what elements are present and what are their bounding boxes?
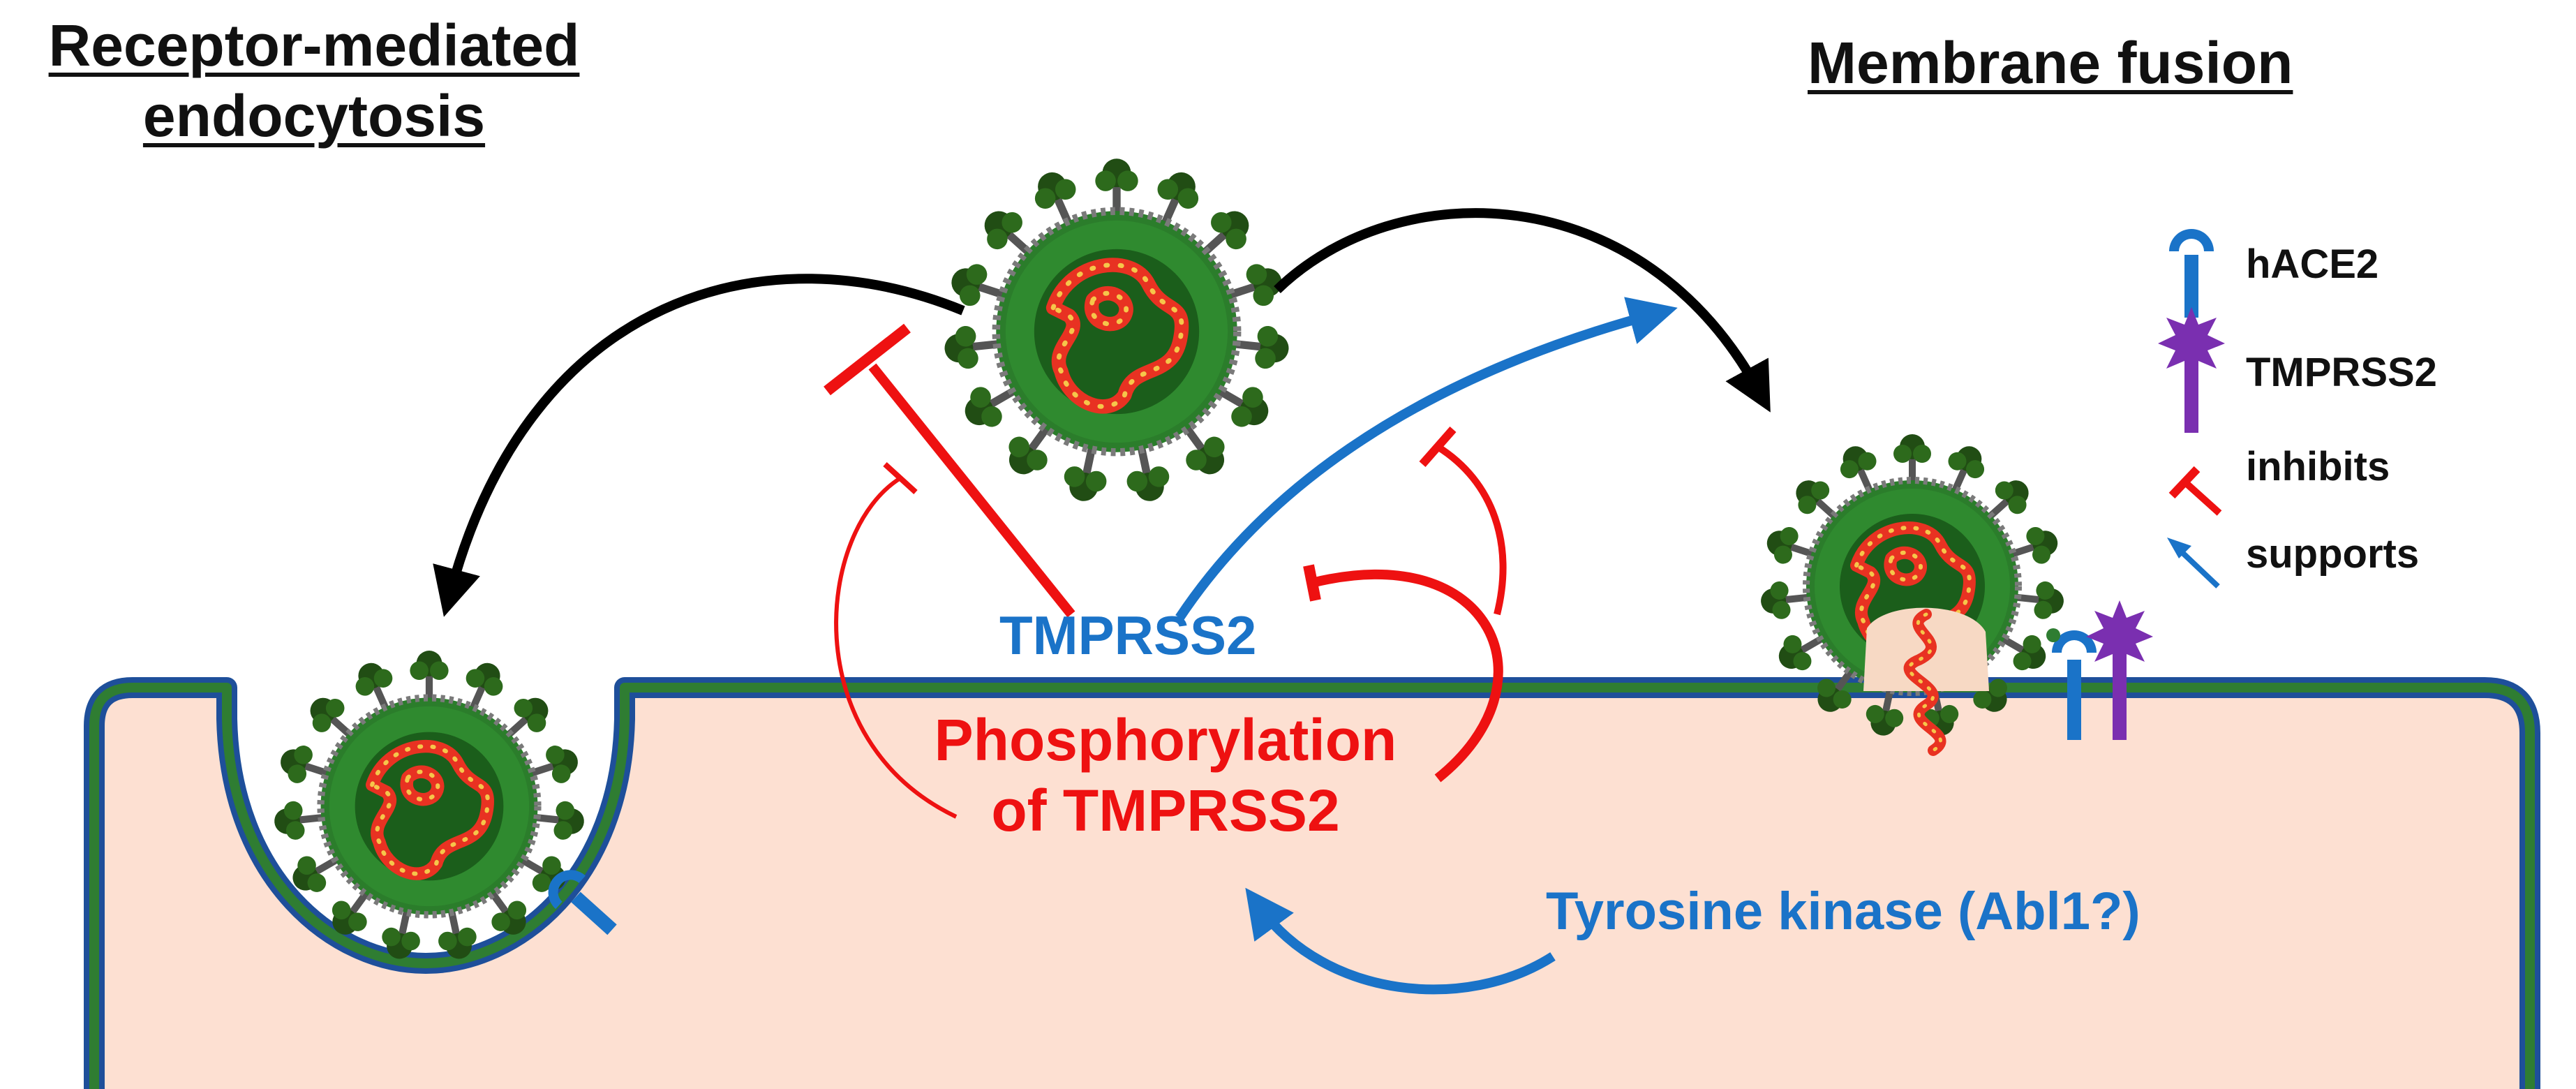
legend-inhibits-icon xyxy=(2168,466,2222,516)
phospho-inhibits-endocytosis-inhibition xyxy=(834,462,958,819)
legend-hace2-label: hACE2 xyxy=(2246,242,2379,287)
hace2-receptor-icon xyxy=(548,870,617,935)
fusion-pore xyxy=(1863,607,1989,756)
label-phosphorylation: Phosphorylation of TMPRSS2 xyxy=(934,707,1397,843)
legend-tmprss2-icon xyxy=(2158,307,2225,433)
legend-inhibits-label: inhibits xyxy=(2246,444,2390,489)
legend-supports-icon xyxy=(2167,538,2220,588)
tmprss2-supports-fusion-arrow xyxy=(1175,297,1678,621)
heading-endocytosis-line1: Receptor-mediated xyxy=(48,13,580,78)
heading-membrane-fusion: Membrane fusion xyxy=(1808,30,2293,96)
tmprss2-protease-icon xyxy=(2086,600,2153,740)
legend-hace2-icon xyxy=(2169,229,2214,318)
hace2-receptor-icon xyxy=(2046,628,2097,740)
tmprss2-inhibits-endocytosis xyxy=(824,323,1075,618)
label-tyrosine-kinase: Tyrosine kinase (Abl1?) xyxy=(1546,882,2141,941)
legend-tmprss2-label: TMPRSS2 xyxy=(2246,350,2437,395)
virus-particle-icon xyxy=(942,158,1290,505)
kinase-supports-phosphorylation-arrow xyxy=(1245,887,1556,995)
phospho-inhibits-tmprss2 xyxy=(1303,564,1503,783)
label-tmprss2: TMPRSS2 xyxy=(999,605,1257,666)
legend-supports-label: supports xyxy=(2246,531,2420,577)
endocytosis-pathway-arrow xyxy=(433,274,965,617)
heading-endocytosis: Receptor-mediated endocytosis xyxy=(14,10,614,151)
heading-endocytosis-line2: endocytosis xyxy=(142,82,486,149)
fusion-pathway-arrow xyxy=(1274,208,1771,413)
phospho-inhibits-fusion-support xyxy=(1419,427,1507,616)
cell-membrane xyxy=(84,677,2540,1089)
